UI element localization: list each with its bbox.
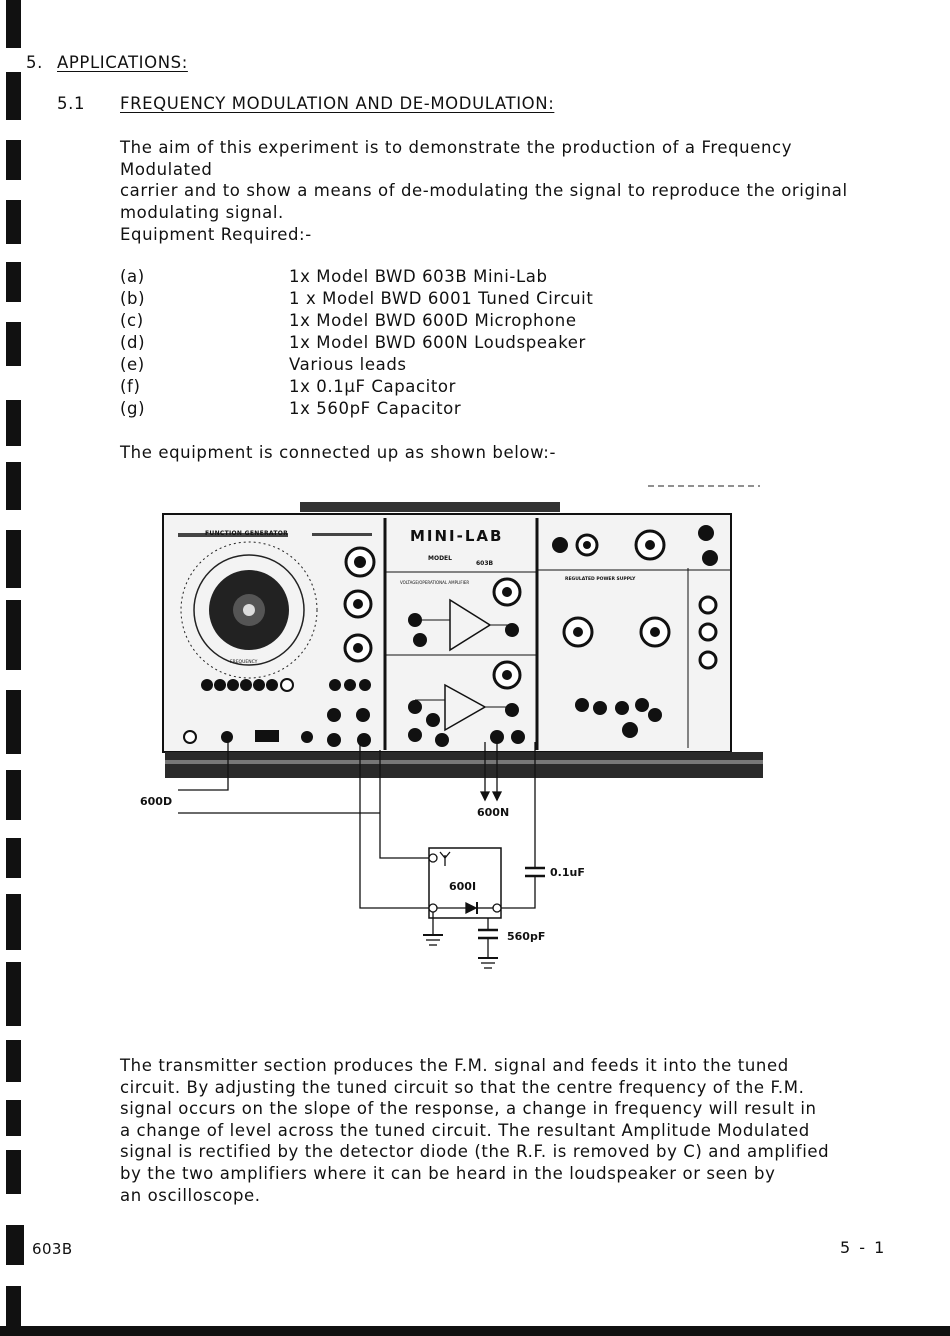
equipment-item: 1x Model BWD 603B Mini-Lab (289, 267, 548, 286)
fg-sockets (183, 708, 371, 747)
equipment-item: 1 x Model BWD 6001 Tuned Circuit (289, 289, 594, 308)
equipment-label: (c) (120, 311, 144, 330)
label-600d: 600D (140, 795, 173, 808)
label-600i: 600I (449, 880, 477, 893)
equipment-label: (a) (120, 267, 145, 286)
equipment-label: (g) (120, 399, 146, 418)
body-line: an oscilloscope. (120, 1185, 261, 1205)
power-panel (552, 525, 718, 738)
page-number: 5 - 1 (840, 1238, 887, 1257)
model-label: MODEL (428, 555, 452, 562)
function-generator-label: FUNCTION GENERATOR (205, 530, 289, 537)
equipment-item: Various leads (289, 355, 407, 374)
page-bottom-edge (0, 1326, 950, 1336)
explanation-paragraph: The transmitter section produces the F.M… (120, 1055, 890, 1206)
equipment-heading: Equipment Required:- (120, 225, 312, 244)
body-line: a change of level across the tuned circu… (120, 1120, 810, 1140)
label-600n: 600N (477, 806, 510, 819)
section-number: 5. (26, 53, 43, 72)
intro-line: modulating signal. (120, 202, 284, 222)
equipment-label: (e) (120, 355, 145, 374)
power-supply-label: REGULATED POWER SUPPLY (565, 577, 636, 582)
equipment-item: 1x 560pF Capacitor (289, 399, 462, 418)
connection-intro: The equipment is connected up as shown b… (120, 443, 557, 462)
body-line: circuit. By adjusting the tuned circuit … (120, 1077, 805, 1097)
minilab-base (165, 752, 763, 778)
label-cap-0-1uf: 0.1uF (550, 866, 585, 879)
amplifier-panel (408, 577, 525, 747)
body-line: by the two amplifiers where it can be he… (120, 1163, 776, 1183)
frequency-label: FREQUENCY (230, 660, 258, 665)
fg-range-buttons (201, 678, 371, 692)
intro-line: The aim of this experiment is to demonst… (120, 138, 793, 179)
equipment-label: (f) (120, 377, 141, 396)
subsection-number: 5.1 (57, 94, 86, 113)
subsection-heading: FREQUENCY MODULATION AND DE-MODULATION: (120, 94, 555, 113)
fg-knobs (343, 546, 376, 663)
equipment-item: 1x 0.1µF Capacitor (289, 377, 457, 396)
body-line: signal is rectified by the detector diod… (120, 1142, 830, 1162)
footer-model: 603B (32, 1240, 73, 1258)
intro-line: carrier and to show a means of de-modula… (120, 181, 848, 201)
intro-paragraph: The aim of this experiment is to demonst… (120, 137, 890, 223)
tuned-circuit-box (428, 847, 502, 919)
label-cap-560pf: 560pF (507, 930, 546, 943)
equipment-label: (b) (120, 289, 146, 308)
equipment-item: 1x Model BWD 600D Microphone (289, 311, 577, 330)
section-heading: APPLICATIONS: (57, 53, 188, 72)
minilab-title: MINI-LAB (410, 527, 504, 545)
body-line: signal occurs on the slope of the respon… (120, 1099, 817, 1119)
equipment-label: (d) (120, 333, 146, 352)
equipment-item: 1x Model BWD 600N Loudspeaker (289, 333, 586, 352)
frequency-dial (180, 541, 318, 679)
amplifier-label: VOLTAGE/OPERATIONAL AMPLIFIER (400, 580, 470, 585)
model-number: 603B (476, 560, 494, 567)
body-line: The transmitter section produces the F.M… (120, 1056, 789, 1075)
external-wiring (178, 740, 545, 969)
